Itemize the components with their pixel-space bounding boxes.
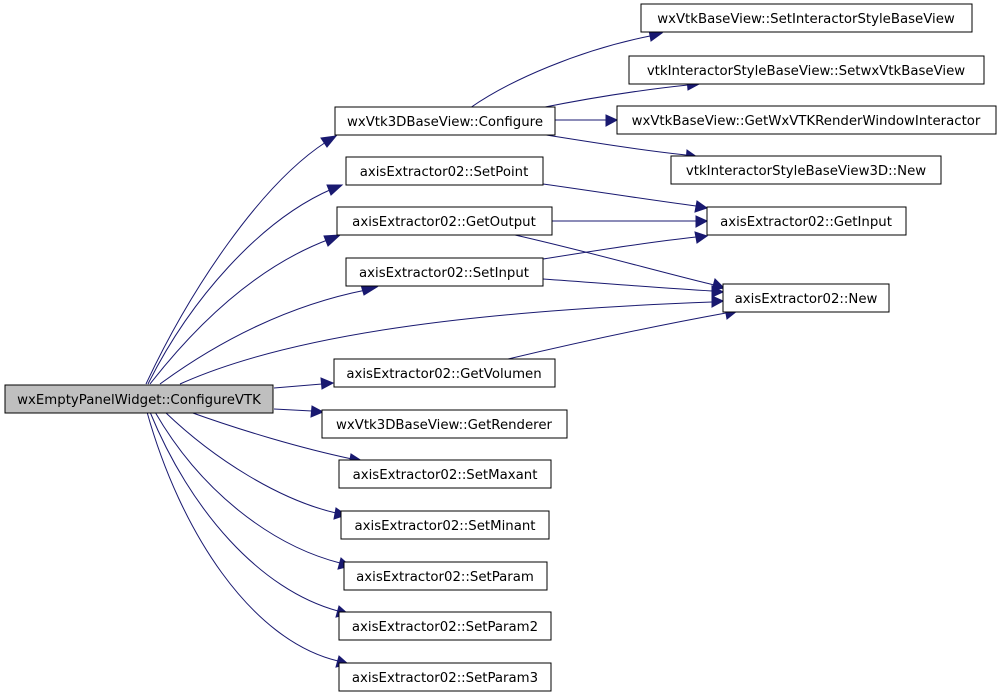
edge-getoutput-new bbox=[514, 234, 715, 286]
node-setwxvtkbaseview[interactable]: vtkInteractorStyleBaseView::SetwxVtkBase… bbox=[628, 55, 985, 85]
node-label: axisExtractor02::SetInput bbox=[359, 266, 529, 281]
node-setmaxant[interactable]: axisExtractor02::SetMaxant bbox=[338, 459, 552, 489]
node-setpoint[interactable]: axisExtractor02::SetPoint bbox=[345, 156, 544, 186]
node-getoutput[interactable]: axisExtractor02::GetOutput bbox=[336, 206, 553, 236]
node-label: axisExtractor02::GetInput bbox=[720, 215, 892, 230]
node-label: axisExtractor02::SetMaxant bbox=[353, 468, 538, 483]
node-label: vtkInteractorStyleBaseView3D::New bbox=[686, 164, 926, 179]
edge-configure-setinteractorstyle bbox=[469, 35, 651, 109]
node-setparam3[interactable]: axisExtractor02::SetParam3 bbox=[338, 662, 552, 692]
node-getvolumen[interactable]: axisExtractor02::GetVolumen bbox=[333, 358, 556, 388]
edge-root-setminant bbox=[164, 411, 337, 514]
node-label: axisExtractor02::SetMinant bbox=[355, 519, 536, 534]
node-label: axisExtractor02::SetParam2 bbox=[352, 620, 538, 635]
arrowhead bbox=[694, 200, 709, 213]
edge-configure-isbv3dnew bbox=[539, 133, 687, 156]
graph-edges bbox=[145, 29, 739, 668]
graph-nodes: wxEmptyPanelWidget::ConfigureVTK wxVtk3D… bbox=[4, 3, 997, 692]
node-setinteractorstylebaseview[interactable]: wxVtkBaseView::SetInteractorStyleBaseVie… bbox=[640, 3, 973, 33]
node-label: vtkInteractorStyleBaseView::SetwxVtkBase… bbox=[647, 64, 965, 79]
arrowhead bbox=[605, 114, 619, 127]
edge-root-setparam2 bbox=[149, 411, 339, 612]
node-setminant[interactable]: axisExtractor02::SetMinant bbox=[340, 510, 550, 540]
node-setinput[interactable]: axisExtractor02::SetInput bbox=[345, 257, 544, 287]
edge-root-setpoint bbox=[147, 188, 333, 385]
node-isbv3d-new[interactable]: vtkInteractorStyleBaseView3D::New bbox=[670, 155, 942, 185]
arrowhead bbox=[711, 295, 725, 308]
edge-configure-setwxvtkbaseview bbox=[539, 84, 689, 109]
node-label: axisExtractor02::GetOutput bbox=[352, 215, 536, 230]
edge-root-setparam3 bbox=[146, 411, 339, 662]
node-setparam2[interactable]: axisExtractor02::SetParam2 bbox=[338, 611, 552, 641]
node-configure[interactable]: wxVtk3DBaseView::Configure bbox=[334, 106, 556, 136]
node-label: wxVtk3DBaseView::GetRenderer bbox=[336, 418, 553, 433]
node-setparam[interactable]: axisExtractor02::SetParam bbox=[343, 561, 548, 591]
arrowhead bbox=[323, 234, 342, 247]
edge-setpoint-getinput bbox=[542, 183, 697, 207]
node-label: wxEmptyPanelWidget::ConfigureVTK bbox=[17, 393, 261, 408]
node-label: axisExtractor02::GetVolumen bbox=[346, 367, 541, 382]
node-getinput[interactable]: axisExtractor02::GetInput bbox=[706, 206, 907, 236]
edge-root-getrenderer bbox=[273, 408, 313, 412]
edge-setinput-getinput bbox=[542, 236, 697, 260]
edge-root-setparam bbox=[154, 411, 341, 564]
arrowhead bbox=[320, 135, 338, 148]
node-label: wxVtkBaseView::SetInteractorStyleBaseVie… bbox=[657, 12, 955, 27]
node-getrenderer[interactable]: wxVtk3DBaseView::GetRenderer bbox=[321, 409, 568, 439]
node-label: axisExtractor02::SetParam3 bbox=[352, 671, 538, 686]
arrowhead bbox=[694, 231, 709, 244]
node-label: axisExtractor02::SetParam bbox=[356, 570, 534, 585]
edge-getvolumen-new bbox=[507, 312, 727, 360]
node-label: wxVtkBaseView::GetWxVTKRenderWindowInter… bbox=[632, 114, 981, 129]
edge-root-setinput bbox=[159, 289, 367, 385]
node-label: axisExtractor02::New bbox=[735, 292, 878, 307]
edge-root-setmaxant bbox=[189, 411, 353, 460]
node-getwxvtkrenderwindowinteractor[interactable]: wxVtkBaseView::GetWxVTKRenderWindowInter… bbox=[616, 105, 997, 135]
edge-root-getvolumen bbox=[273, 383, 323, 389]
arrowhead bbox=[695, 215, 709, 228]
node-root[interactable]: wxEmptyPanelWidget::ConfigureVTK bbox=[4, 384, 274, 414]
edge-root-new bbox=[179, 301, 713, 385]
node-label: wxVtk3DBaseView::Configure bbox=[347, 115, 543, 130]
arrowhead bbox=[326, 184, 344, 196]
arrowhead bbox=[310, 405, 325, 418]
node-ae02-new[interactable]: axisExtractor02::New bbox=[722, 283, 890, 313]
edge-setinput-new bbox=[542, 278, 713, 292]
edge-root-getoutput bbox=[149, 238, 331, 385]
arrowhead bbox=[320, 377, 335, 390]
node-label: axisExtractor02::SetPoint bbox=[360, 165, 529, 180]
edge-root-configure bbox=[145, 141, 327, 385]
arrowhead bbox=[711, 285, 725, 298]
